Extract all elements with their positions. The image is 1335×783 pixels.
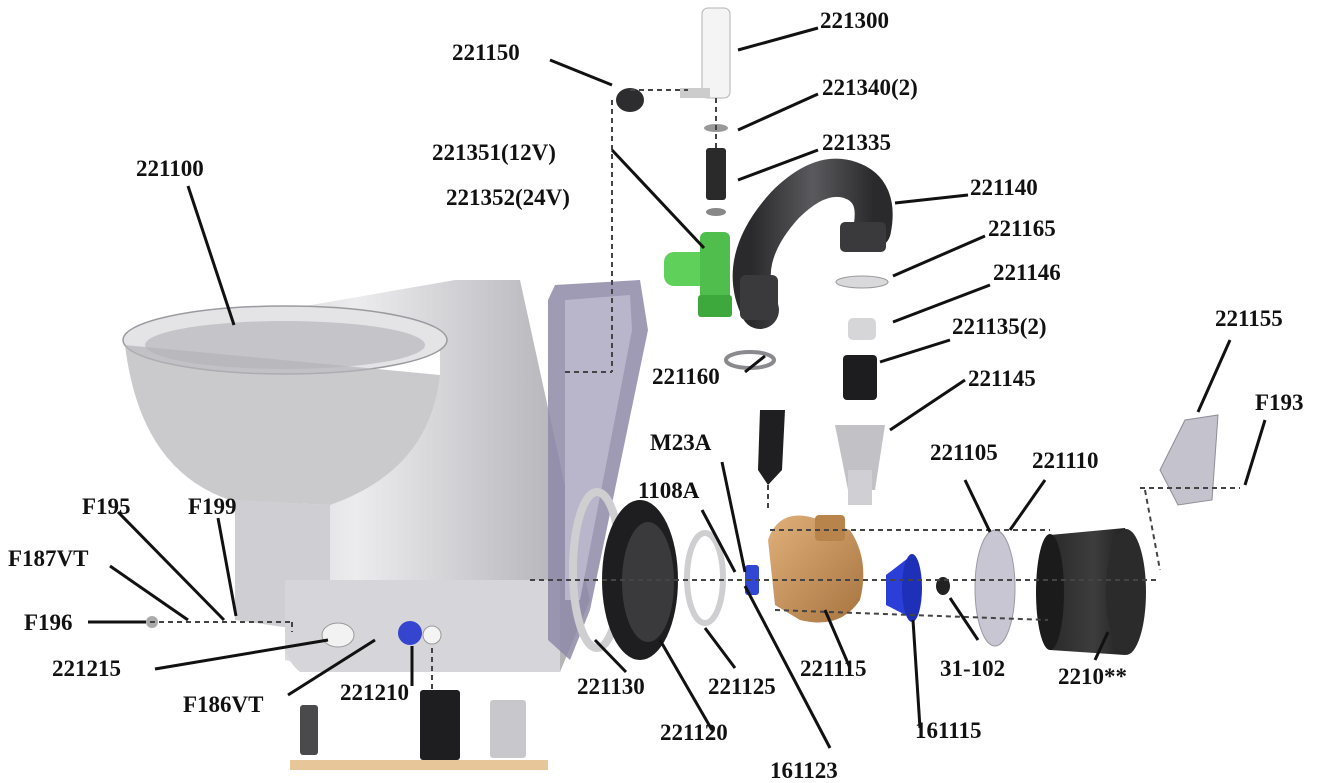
label-221351: 221351(12V)	[432, 140, 556, 165]
base-hardware	[146, 616, 442, 648]
nut	[936, 577, 950, 595]
label-221146: 221146	[993, 260, 1061, 285]
label-221110: 221110	[1032, 448, 1098, 473]
label-221352: 221352(24V)	[446, 185, 570, 210]
label-221100: 221100	[136, 156, 204, 181]
label-221145: 221145	[968, 366, 1036, 391]
label-221155: 221155	[1215, 306, 1283, 331]
label-2210: 2210**	[1058, 664, 1127, 689]
discharge-hose	[732, 158, 893, 329]
assembly-lines	[150, 89, 1240, 690]
label-F195: F195	[82, 494, 131, 519]
label-F196: F196	[24, 610, 73, 635]
label-1108A: 1108A	[638, 478, 700, 503]
label-221130: 221130	[577, 674, 645, 699]
label-221115: 221115	[800, 656, 866, 681]
seal-rings	[569, 488, 726, 660]
label-221105: 221105	[930, 440, 998, 465]
label-F187VT: F187VT	[8, 546, 89, 571]
toilet-bowl-illustration	[122, 280, 590, 672]
impeller	[886, 554, 922, 622]
label-221335: 221335	[822, 130, 891, 155]
label-31-102: 31-102	[940, 656, 1005, 681]
label-221215: 221215	[52, 656, 121, 681]
knob	[616, 88, 644, 112]
label-F199: F199	[188, 494, 237, 519]
label-221140: 221140	[970, 175, 1038, 200]
label-F193: F193	[1255, 390, 1304, 415]
label-F186VT: F186VT	[183, 692, 264, 717]
label-161115: 161115	[915, 718, 981, 743]
label-221300: 221300	[820, 8, 889, 33]
tee-fitting	[664, 232, 732, 317]
label-221340: 221340(2)	[822, 75, 918, 100]
label-221150: 221150	[452, 40, 520, 65]
label-221165: 221165	[988, 216, 1056, 241]
end-plate	[974, 529, 1016, 647]
check-valve	[724, 350, 785, 485]
switch-assembly	[290, 690, 548, 770]
valve-stack	[835, 275, 889, 505]
pump-body	[745, 515, 864, 623]
label-M23A: M23A	[650, 430, 712, 455]
callout-labels: 221300 221150 221340(2) 221335 221351(12…	[8, 8, 1304, 783]
label-221125: 221125	[708, 674, 776, 699]
motor	[1036, 528, 1146, 655]
label-221210: 221210	[340, 680, 409, 705]
label-221120: 221120	[660, 720, 728, 745]
angle-bracket	[1159, 414, 1219, 506]
label-221135: 221135(2)	[952, 314, 1047, 339]
leader-lines	[88, 26, 1267, 749]
label-221160: 221160	[652, 364, 720, 389]
solenoid-valve	[680, 7, 731, 216]
label-161123: 161123	[770, 758, 838, 783]
